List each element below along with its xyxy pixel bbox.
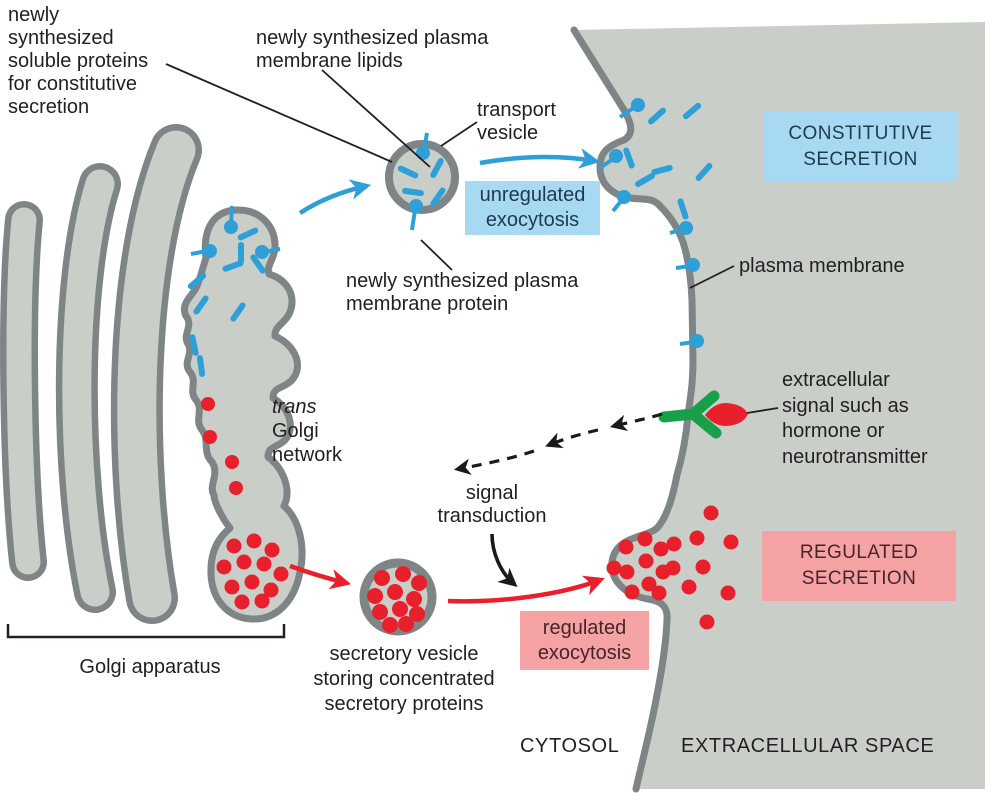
secretory-protein-dots [201,397,289,610]
secreted-protein-dots [606,505,739,630]
constitutive-secretion-box: CONSTITUTIVE SECRETION [763,112,958,181]
secretory-vesicle-label: secretory vesicle storing concentrated s… [313,643,495,715]
membrane-lipids-label: newly synthesized plasma membrane lipids [256,27,489,72]
transport-vesicle-label: transport vesicle [477,99,556,144]
golgi-bracket [6,624,286,639]
soluble-proteins-label: newly synthesized soluble proteins for c… [8,4,149,118]
transport-vesicle [385,132,459,231]
regulated-secretion-box: REGULATED SECRETION [762,531,956,601]
membrane-protein-icons [190,205,281,259]
cytosol-label: CYTOSOL [520,735,620,757]
secreted-lipid-dashes [623,102,713,220]
regulated-pathway-arrows [289,563,605,604]
plasma-membrane-label: plasma membrane [739,255,905,277]
plasma-membrane-protein-icons [598,98,704,348]
leader-lines [165,63,779,414]
signal-transduction-label: signal transduction [437,482,547,527]
regulated-exocytosis-box: regulated exocytosis [520,611,649,670]
signal-transduction-arrows [453,412,663,588]
trans-golgi-label: trans Golgi network [272,396,343,466]
receptor-icon [658,390,722,439]
golgi-apparatus [0,124,202,624]
membrane-protein-label: newly synthesized plasma membrane protei… [346,270,579,315]
extracellular-space-label: EXTRACELLULAR SPACE [681,735,935,757]
lipid-dash-icons [187,227,266,377]
hormone-ligand-icon [705,403,748,426]
unregulated-exocytosis-box: unregulated exocytosis [465,181,600,235]
extracellular-signal-label: extracellular signal such as hormone or … [782,369,928,468]
trans-golgi-network [180,205,306,623]
constitutive-pathway-arrows [298,148,601,215]
secretory-vesicle [359,558,437,636]
golgi-apparatus-label: Golgi apparatus [79,656,221,678]
